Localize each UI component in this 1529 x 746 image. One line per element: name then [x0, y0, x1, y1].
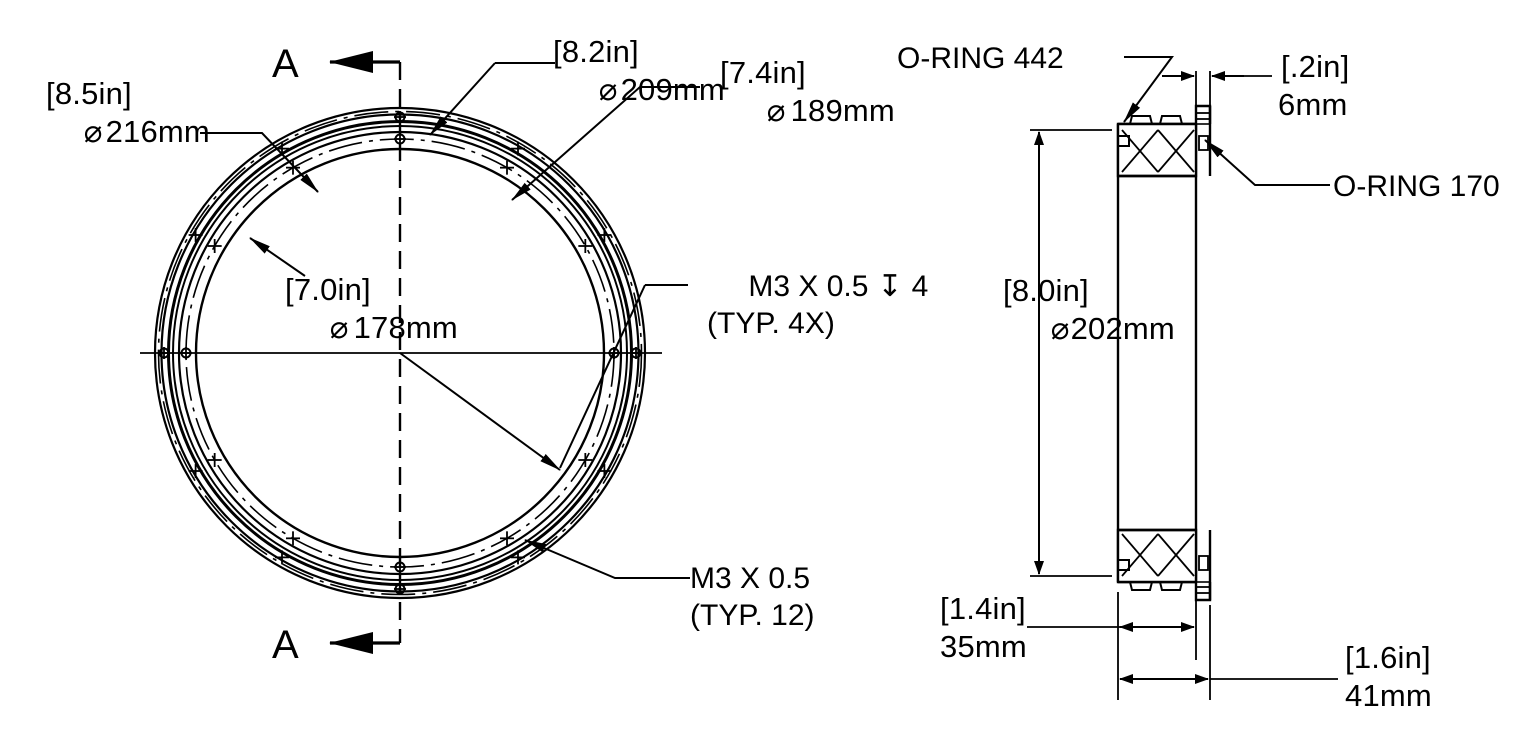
bolt-hole: [188, 228, 203, 242]
bolt-hole: [394, 111, 406, 123]
section-view-dimension-lines: [1027, 71, 1338, 700]
bolt-hole: [500, 531, 514, 546]
bolt-hole: [578, 239, 593, 253]
dimline-6mm: [1162, 71, 1272, 105]
bolt-hole: [394, 561, 406, 573]
front-view-leaders: [200, 62, 700, 579]
section-view: [1116, 104, 1212, 602]
bolt-hole: [394, 133, 406, 145]
dim-209-inch: [8.2in]: [553, 34, 639, 69]
section-letter-bottom: A: [272, 623, 299, 667]
bolt-hole: [275, 550, 289, 565]
front-view: [140, 51, 662, 654]
section-body-outline: [1116, 122, 1198, 584]
diameter-symbol-icon: ⌀: [330, 310, 349, 345]
bolt-hole: [511, 550, 525, 565]
section-top-flange: [1116, 115, 1198, 178]
dim-41mm-metric: 41mm: [1345, 678, 1432, 713]
dimline-202: [1030, 129, 1112, 577]
dim-202-metric: ⌀202mm: [989, 311, 1219, 346]
depth-symbol-icon: ↧: [877, 270, 902, 303]
bolt-hole: [597, 464, 612, 478]
front-view-dimension-labels: [8.5in] ⌀216mm [8.2in] ⌀209mm [7.4in] ⌀1…: [22, 34, 970, 667]
section-letter-top: A: [272, 42, 299, 86]
diameter-symbol-icon: ⌀: [599, 72, 618, 107]
section-view-dimension-labels: O-RING 442 O-RING 170 [.2in] 6mm [8.0in]…: [897, 42, 1500, 713]
dim-209-metric: ⌀209mm: [537, 72, 769, 107]
diameter-symbol-icon: ⌀: [84, 114, 103, 149]
bolt-hole: [207, 239, 222, 253]
section-top-tab: [1194, 104, 1212, 176]
bolt-hole: [630, 347, 642, 359]
bolt-hole: [207, 453, 222, 467]
note-o-ring-170: O-RING 170: [1333, 170, 1500, 203]
note-m3-depth-4-line2: (TYP. 4X): [707, 307, 835, 340]
note-m3-typ12-line2: (TYP. 12): [690, 599, 815, 632]
dim-189-metric: ⌀189mm: [705, 93, 939, 128]
bolt-hole: [511, 141, 525, 156]
outer-bolt-holes: [158, 111, 642, 595]
note-m3-typ12-line1: M3 X 0.5: [690, 562, 810, 595]
diameter-symbol-icon: ⌀: [1051, 311, 1070, 346]
bolt-hole: [286, 531, 300, 546]
bolt-hole: [180, 347, 192, 359]
bolt-hole: [188, 464, 203, 478]
section-bottom-flange: [1116, 528, 1198, 591]
note-o-ring-442: O-RING 442: [897, 42, 1064, 75]
note-m3-depth-4-line1: M3 X 0.5↧4: [690, 270, 970, 303]
dim-202-inch: [8.0in]: [1003, 273, 1089, 308]
bolt-hole: [394, 583, 406, 595]
bolt-hole: [158, 347, 170, 359]
dim-216-metric: ⌀216mm: [22, 114, 254, 149]
inner-bolt-holes: [180, 133, 620, 573]
dimline-35mm: [1027, 592, 1197, 700]
bolt-hole: [597, 228, 612, 242]
section-view-leaders: [1123, 56, 1330, 186]
diameter-symbol-icon: ⌀: [767, 93, 786, 128]
section-bottom-tab: [1194, 530, 1212, 602]
dim-216-inch: [8.5in]: [46, 76, 132, 111]
dim-35mm-inch: [1.4in]: [940, 591, 1026, 626]
dim-178-inch: [7.0in]: [285, 272, 371, 307]
dim-6mm-inch: [.2in]: [1281, 49, 1349, 84]
dimline-41mm: [1119, 605, 1338, 700]
dim-6mm-metric: 6mm: [1278, 87, 1348, 122]
bolt-hole: [500, 160, 514, 175]
dim-35mm-metric: 35mm: [940, 629, 1027, 664]
bolt-hole: [286, 160, 300, 175]
bolt-hole: [578, 453, 593, 467]
dim-189-inch: [7.4in]: [720, 55, 806, 90]
dim-41mm-inch: [1.6in]: [1345, 640, 1431, 675]
dim-178-metric: ⌀178mm: [268, 310, 502, 345]
